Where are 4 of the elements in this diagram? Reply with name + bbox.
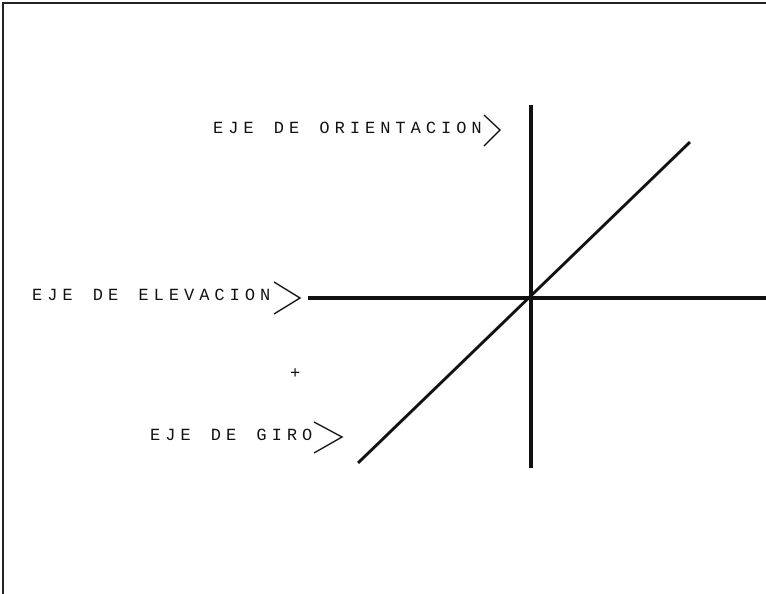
plus-mark: + bbox=[290, 365, 300, 385]
axis-label: EJE DE ORIENTACION bbox=[213, 120, 487, 140]
axis-label: EJE DE GIRO bbox=[150, 427, 318, 447]
axis-label: EJE DE ELEVACION bbox=[32, 287, 276, 307]
